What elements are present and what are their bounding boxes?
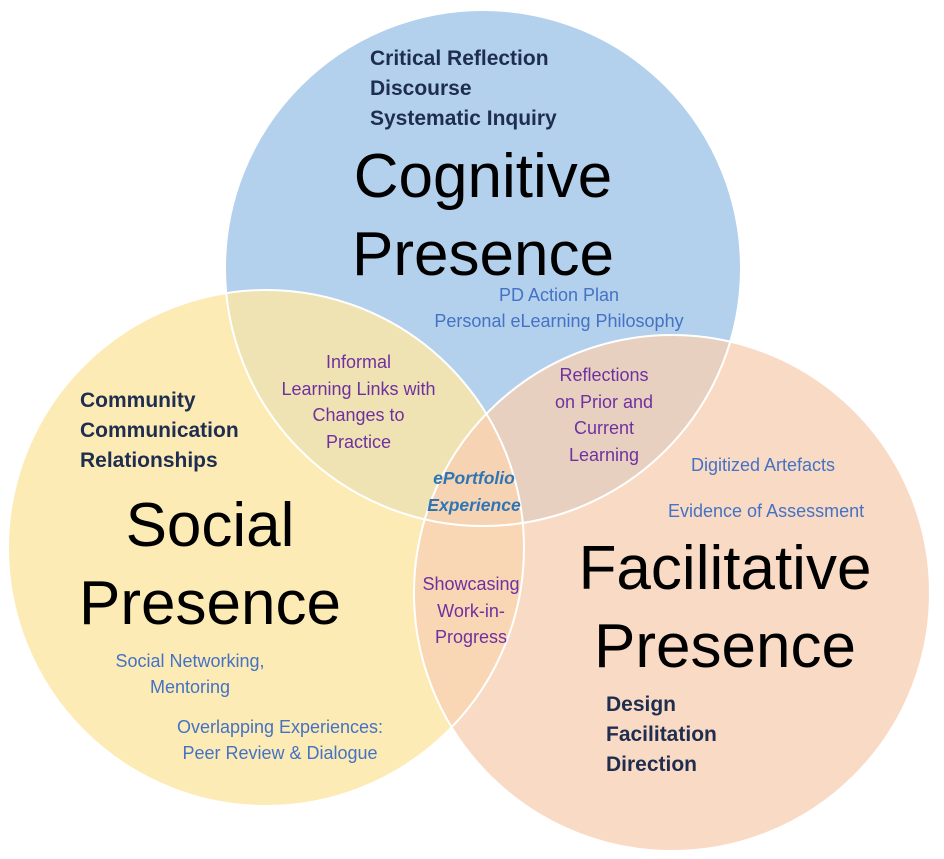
cognitive-facilitative-line-3: Current bbox=[573, 418, 635, 438]
cognitive-facilitative-line-1: Reflections bbox=[559, 365, 649, 385]
social-keyword-communication: Communication bbox=[80, 419, 239, 442]
social-presence-title: Social Presence bbox=[60, 487, 360, 643]
social-title-line-1: Social bbox=[125, 491, 295, 560]
social-presence-circle bbox=[8, 290, 524, 806]
cognitive-social-line-1: Informal bbox=[325, 352, 392, 372]
social-circle-outline bbox=[7, 289, 525, 807]
center-line-2: Experience bbox=[427, 495, 521, 515]
cognitive-title-line-1: Cognitive bbox=[353, 142, 613, 211]
social-title-line-2: Presence bbox=[79, 569, 341, 638]
cognitive-social-overlap-label: Informal Learning Links with Changes to … bbox=[266, 349, 451, 455]
social-practice-peer-review: Peer Review & Dialogue bbox=[182, 743, 378, 763]
cognitive-social-line-2: Learning Links with bbox=[281, 378, 436, 399]
facilitative-circle-outline bbox=[413, 334, 931, 852]
eportfolio-experience-label: ePortfolio Experience bbox=[418, 465, 530, 519]
cognitive-practice-elearning-philosophy: Personal eLearning Philosophy bbox=[434, 311, 684, 331]
facilitative-title-line-1: Facilitative bbox=[578, 534, 872, 603]
social-facilitative-line-3: Progress bbox=[434, 627, 508, 647]
social-practice-social-networking: Social Networking, bbox=[115, 651, 265, 671]
cognitive-title-line-2: Presence bbox=[352, 220, 614, 289]
cognitive-practice-pd-action-plan: PD Action Plan bbox=[498, 285, 620, 305]
facilitative-title-line-2: Presence bbox=[594, 612, 856, 681]
cognitive-practices: PD Action Plan Personal eLearning Philos… bbox=[419, 282, 699, 334]
cognitive-facilitative-line-2: on Prior and bbox=[554, 391, 654, 412]
center-line-1: ePortfolio bbox=[433, 468, 515, 488]
social-facilitative-line-2: Work-in- bbox=[437, 600, 505, 621]
facilitative-keyword-facilitation: Facilitation bbox=[606, 723, 717, 746]
facilitative-presence-title: Facilitative Presence bbox=[560, 530, 890, 686]
cognitive-circle-outline bbox=[224, 9, 742, 527]
cognitive-keyword-critical-reflection: Critical Reflection bbox=[370, 47, 549, 70]
cognitive-keyword-discourse: Discourse bbox=[370, 77, 472, 100]
cognitive-keyword-systematic-inquiry: Systematic Inquiry bbox=[370, 107, 557, 130]
cognitive-social-line-4: Practice bbox=[325, 431, 392, 452]
facilitative-keyword-design: Design bbox=[606, 693, 677, 716]
cognitive-social-line-3: Changes to bbox=[312, 405, 405, 425]
social-practice-overlapping: Overlapping Experiences: Peer Review & D… bbox=[160, 714, 400, 766]
social-keywords: Community Communication Relationships bbox=[80, 386, 239, 476]
cognitive-facilitative-overlap-label: Reflections on Prior and Current Learnin… bbox=[538, 362, 670, 468]
cognitive-facilitative-line-4: Learning bbox=[568, 444, 640, 465]
facilitative-presence-circle bbox=[414, 335, 930, 851]
facilitative-practice-digitized-artefacts: Digitized Artefacts bbox=[691, 455, 836, 475]
facilitative-practice-evidence-of-assessment: Evidence of Assessment bbox=[668, 501, 865, 521]
facilitative-keywords: Design Facilitation Direction bbox=[606, 690, 717, 780]
social-practice-mentoring: Mentoring bbox=[149, 677, 231, 697]
social-practice-overlapping-experiences: Overlapping Experiences: bbox=[176, 717, 384, 737]
social-facilitative-line-1: Showcasing bbox=[422, 574, 520, 594]
social-facilitative-overlap-label: Showcasing Work-in- Progress bbox=[411, 571, 531, 651]
cognitive-presence-title: Cognitive Presence bbox=[330, 138, 636, 294]
social-keyword-community: Community bbox=[80, 389, 196, 412]
cognitive-keywords: Critical Reflection Discourse Systematic… bbox=[370, 44, 557, 134]
facilitative-keyword-direction: Direction bbox=[606, 753, 698, 776]
social-keyword-relationships: Relationships bbox=[80, 449, 218, 472]
social-practice-networking: Social Networking, Mentoring bbox=[100, 648, 280, 700]
